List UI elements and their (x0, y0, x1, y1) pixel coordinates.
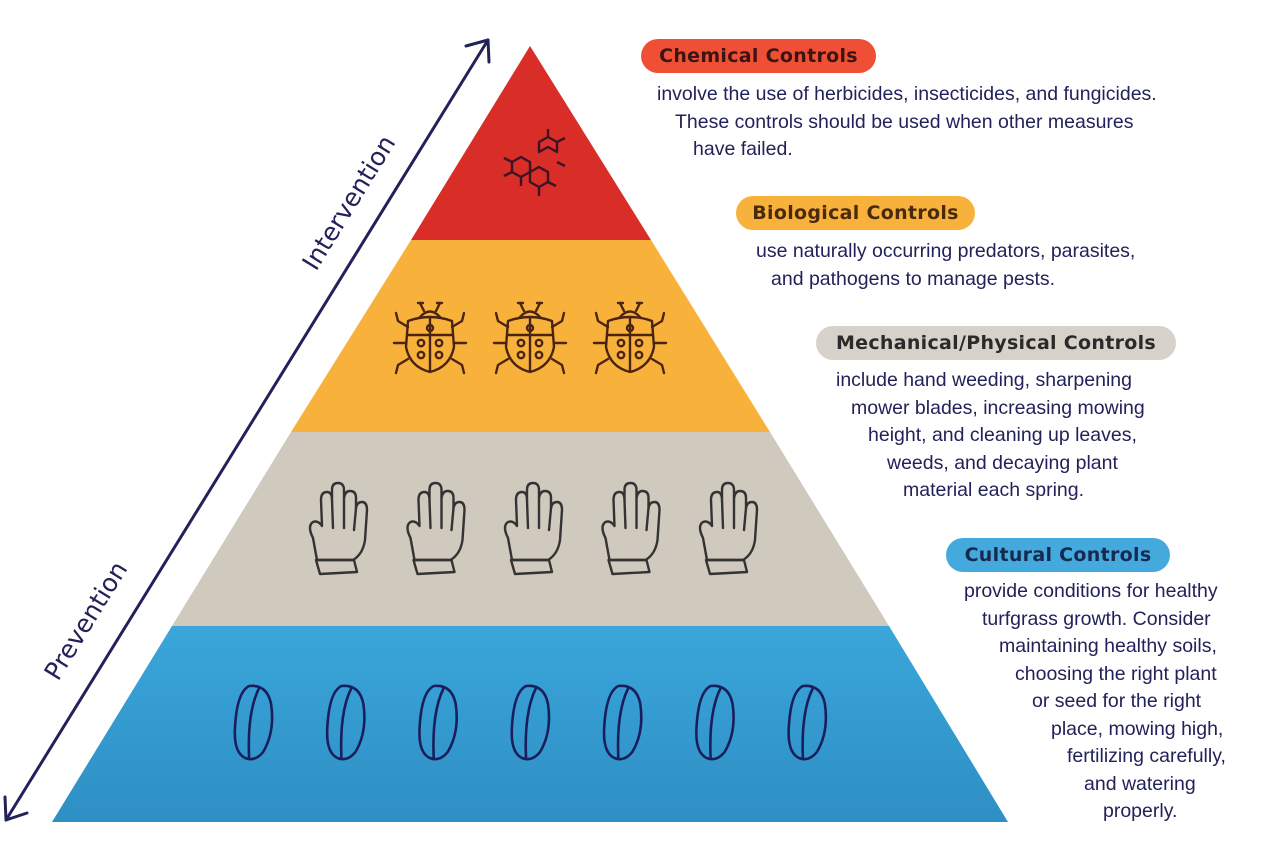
molecule-icon (503, 129, 566, 196)
ladybug-icon (592, 301, 668, 375)
description-line: material each spring. (903, 479, 1085, 501)
glove-icon (601, 481, 661, 576)
seed-icon (602, 684, 643, 761)
mechanical-controls-label: Mechanical/Physical Controls (816, 326, 1176, 360)
tier-icons (233, 301, 828, 761)
description-line: turfgrass growth. Consider (982, 607, 1211, 630)
prevention-intervention-arrow (3, 38, 491, 822)
description-line: and watering (1084, 772, 1196, 795)
description-line: choosing the right plant (1015, 662, 1217, 685)
cultural-controls-label: Cultural Controls (946, 538, 1170, 572)
description-line: involve the use of herbicides, insectici… (657, 83, 1157, 105)
seed-icon (510, 684, 551, 761)
seed-icon (787, 684, 828, 761)
description-line: place, mowing high, (1051, 717, 1224, 740)
description-line: height, and cleaning up leaves, (868, 424, 1137, 446)
biological-controls-description: use naturally occurring predators, paras… (756, 238, 1135, 293)
description-line: or seed for the right (1032, 690, 1202, 712)
chemical-controls-description: involve the use of herbicides, insectici… (657, 81, 1157, 164)
seed-icon (695, 684, 735, 761)
chemical-controls-label: Chemical Controls (641, 39, 876, 73)
seed-icon (418, 684, 458, 761)
glove-icon (406, 481, 466, 576)
glove-icon (698, 481, 759, 576)
description-line: provide conditions for healthy (964, 580, 1218, 602)
ladybug-icon (492, 301, 568, 375)
description-line: These controls should be used when other… (675, 110, 1134, 133)
ladybug-icon (392, 301, 468, 375)
tier-mechanical-band (172, 432, 889, 626)
description-line: have failed. (693, 138, 793, 160)
description-line: use naturally occurring predators, paras… (756, 240, 1136, 262)
seed-icon (233, 684, 274, 761)
glove-icon (503, 481, 564, 576)
prevention-label: Prevention (38, 556, 133, 685)
description-line: and pathogens to manage pests. (771, 267, 1056, 290)
description-line: include hand weeding, sharpening (836, 369, 1132, 391)
cultural-controls-description: provide conditions for healthy turfgrass… (964, 578, 1226, 826)
glove-icon (308, 481, 369, 576)
description-line: maintaining healthy soils, (999, 635, 1217, 657)
mechanical-controls-description: include hand weeding, sharpening mower b… (836, 367, 1145, 505)
seed-icon (325, 684, 366, 761)
tier-chemical-band (411, 46, 651, 240)
intervention-label: Intervention (296, 130, 401, 275)
biological-controls-label: Biological Controls (736, 196, 975, 230)
tier-cultural-band (52, 626, 1008, 822)
description-line: properly. (1103, 800, 1178, 822)
description-line: mower blades, increasing mowing (851, 396, 1145, 419)
description-line: weeds, and decaying plant (887, 451, 1118, 474)
description-line: fertilizing carefully, (1067, 745, 1226, 767)
